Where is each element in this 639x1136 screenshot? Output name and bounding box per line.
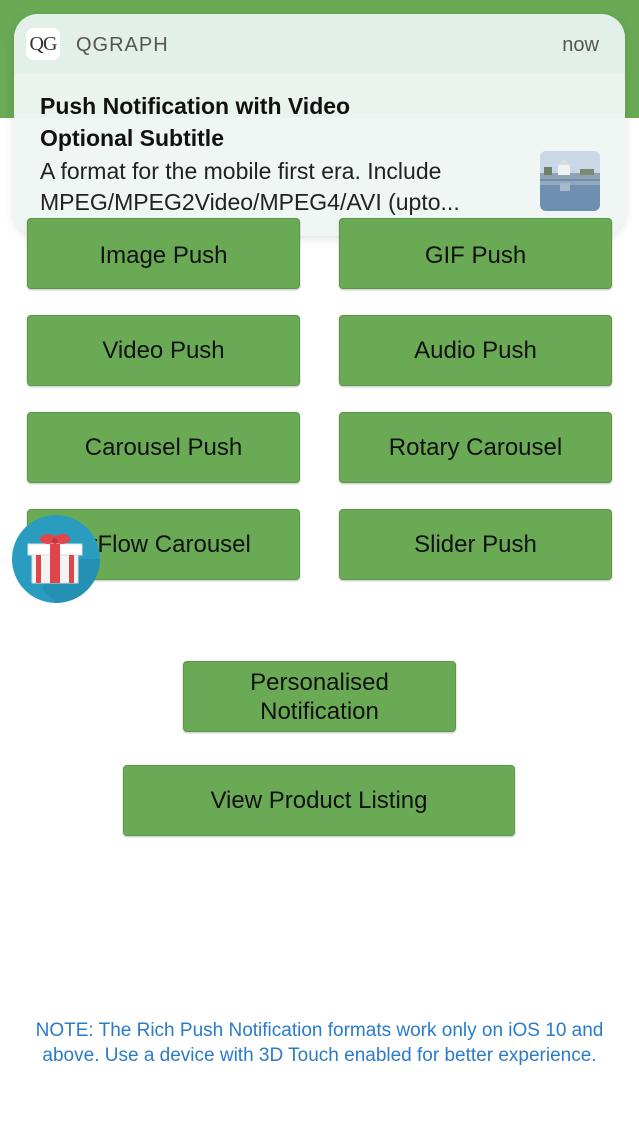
carousel-push-label: Carousel Push	[84, 434, 243, 461]
ios-compatibility-note: NOTE: The Rich Push Notification formats…	[35, 1020, 604, 1066]
audio-push-button[interactable]: Audio Push	[339, 315, 612, 386]
image-push-button[interactable]: Image Push	[27, 218, 300, 289]
notification-header	[14, 14, 625, 74]
slider-push-label: Slider Push	[414, 531, 537, 558]
image-push-label: Image Push	[99, 242, 228, 269]
view-product-listing-button[interactable]: View Product Listing	[123, 765, 515, 836]
audio-push-label: Audio Push	[414, 337, 537, 364]
personalised-notification-button[interactable]: Personalised Notification	[183, 661, 456, 732]
video-push-label: Video Push	[102, 337, 225, 364]
gif-push-label: GIF Push	[424, 242, 527, 269]
notification-body-line: A format for the mobile first era. Inclu…	[40, 158, 442, 184]
personalised-notification-label: Notification	[260, 697, 379, 725]
carousel-push-button[interactable]: Carousel Push	[27, 412, 300, 483]
notification-title-line: Push Notification with Video	[40, 93, 351, 119]
notification-title: Push Notification with Video Optional Su…	[40, 90, 460, 154]
notification-time: now	[562, 34, 599, 56]
qgraph-logo-icon: QG	[26, 28, 60, 60]
push-notification-banner[interactable]: QG QGRAPH now Push Notification with Vid…	[14, 14, 625, 236]
rotary-carousel-label: Rotary Carousel	[388, 434, 563, 461]
slider-push-button[interactable]: Slider Push	[339, 509, 612, 580]
notification-app-name: QGRAPH	[76, 34, 169, 56]
coverflow-carousel-label: erFlow Carousel	[76, 531, 251, 558]
notification-body: A format for the mobile first era. Inclu…	[40, 156, 520, 218]
gif-push-button[interactable]: GIF Push	[339, 218, 612, 289]
rotary-carousel-button[interactable]: Rotary Carousel	[339, 412, 612, 483]
notification-subtitle: Optional Subtitle	[40, 125, 224, 151]
video-push-button[interactable]: Video Push	[27, 315, 300, 386]
personalised-notification-label: Personalised	[250, 668, 389, 696]
gift-icon[interactable]	[12, 515, 100, 603]
video-thumbnail-icon	[540, 151, 600, 211]
notification-body-line: MPEG/MPEG2Video/MPEG4/AVI (upto...	[40, 189, 460, 215]
view-product-listing-label: View Product Listing	[210, 787, 428, 814]
